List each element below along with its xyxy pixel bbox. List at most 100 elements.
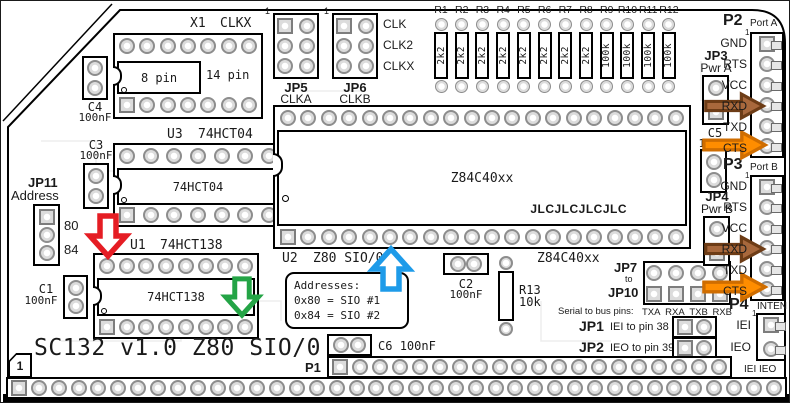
pad — [169, 380, 186, 396]
pad — [30, 380, 47, 396]
pad — [217, 319, 234, 335]
pad — [759, 199, 782, 216]
pad — [759, 76, 782, 93]
pad — [320, 229, 337, 245]
pad — [662, 18, 676, 31]
u2-body: Z84C40xx JLCJLCJLCJLC — [277, 130, 687, 226]
signal-txa: TXA — [642, 307, 661, 318]
u2-pin1-dot — [282, 195, 289, 202]
pad — [499, 322, 513, 336]
r3-value: 2k2 — [476, 46, 488, 65]
pad — [455, 18, 469, 31]
pad — [531, 359, 548, 375]
pad — [87, 80, 103, 96]
r10-ref: R10 — [617, 4, 638, 16]
serial-to-bus-caption: Serial to bus pins: — [558, 306, 634, 317]
pad — [651, 359, 667, 375]
pad — [696, 319, 712, 335]
addresses-title: Addresses: — [294, 279, 361, 292]
pad — [299, 58, 315, 74]
r8-ref: R8 — [579, 4, 593, 16]
p3-pin-rts: RTS — [723, 200, 747, 214]
pad — [579, 80, 593, 93]
p4-pin-ieo: IEO — [730, 340, 751, 354]
jp2-header — [672, 337, 717, 359]
r5-body: 2k2 — [516, 32, 531, 79]
pad — [166, 207, 183, 223]
u2-top-pads — [280, 110, 684, 126]
pad — [159, 38, 176, 54]
pad — [422, 110, 439, 126]
pad — [484, 229, 501, 245]
pad — [667, 229, 684, 245]
pad — [686, 380, 703, 396]
pad — [670, 359, 687, 375]
pad — [38, 245, 55, 261]
c5-ref: C5 — [707, 126, 723, 140]
p1-connector — [327, 356, 732, 378]
signal-txb: TXB — [689, 307, 708, 318]
pad — [690, 264, 706, 281]
r7-value: 2k2 — [559, 46, 571, 65]
u1-top-pads — [99, 258, 253, 274]
c4-ref: C4 — [87, 100, 103, 114]
u1-dip: 74HCT138 — [93, 253, 259, 339]
pad — [300, 110, 317, 126]
p3-pin-gnd: GND — [720, 179, 747, 193]
pad — [236, 258, 253, 274]
pad — [118, 319, 135, 335]
pad — [50, 380, 67, 396]
pad — [240, 97, 257, 113]
r2-value: 2k2 — [456, 46, 468, 65]
pad — [158, 319, 175, 335]
pad — [139, 97, 156, 113]
pad — [189, 380, 206, 396]
jp2-ref: JP2 — [579, 339, 604, 355]
pad — [710, 359, 727, 375]
pad — [236, 319, 253, 335]
pad — [447, 380, 464, 396]
u3-dip: 74HCT04 — [113, 143, 283, 227]
pad — [759, 260, 782, 277]
pad — [336, 58, 352, 74]
p2-pin-vcc: VCC — [721, 78, 747, 92]
pad — [708, 221, 725, 237]
pad — [759, 219, 782, 236]
pad — [189, 148, 206, 164]
p3-pin1-label: 1 — [745, 171, 750, 180]
p4-edge-label: IEI IEO — [744, 364, 777, 375]
c6-ref: C6 — [378, 339, 393, 353]
pad — [358, 18, 374, 34]
pad — [197, 258, 214, 274]
pad — [197, 319, 214, 335]
pad — [336, 18, 352, 34]
jp6-ref: JP6 — [343, 80, 367, 95]
pad — [626, 110, 643, 126]
jp4-name: Pwr B — [700, 202, 733, 216]
r9-ref: R9 — [600, 4, 614, 16]
pad — [229, 380, 246, 396]
pad — [189, 207, 206, 223]
pad — [558, 80, 572, 93]
pad — [606, 229, 623, 245]
pad — [67, 280, 84, 296]
pad — [759, 117, 782, 134]
jp6-header — [332, 13, 378, 79]
pad — [217, 258, 234, 274]
pad — [606, 110, 623, 126]
p4-connector — [756, 313, 786, 361]
pad — [511, 359, 528, 375]
jp6-row-clk2: CLK2 — [383, 38, 414, 52]
pad — [611, 359, 628, 375]
pad — [579, 18, 593, 31]
r2-body: 2k2 — [454, 32, 469, 79]
pad — [504, 110, 521, 126]
pad — [646, 380, 663, 396]
board-title: SC132 v1.0 Z80 SIO/0 — [34, 335, 321, 361]
pad — [371, 359, 388, 375]
r5-value: 2k2 — [518, 46, 530, 65]
pad — [517, 80, 531, 93]
